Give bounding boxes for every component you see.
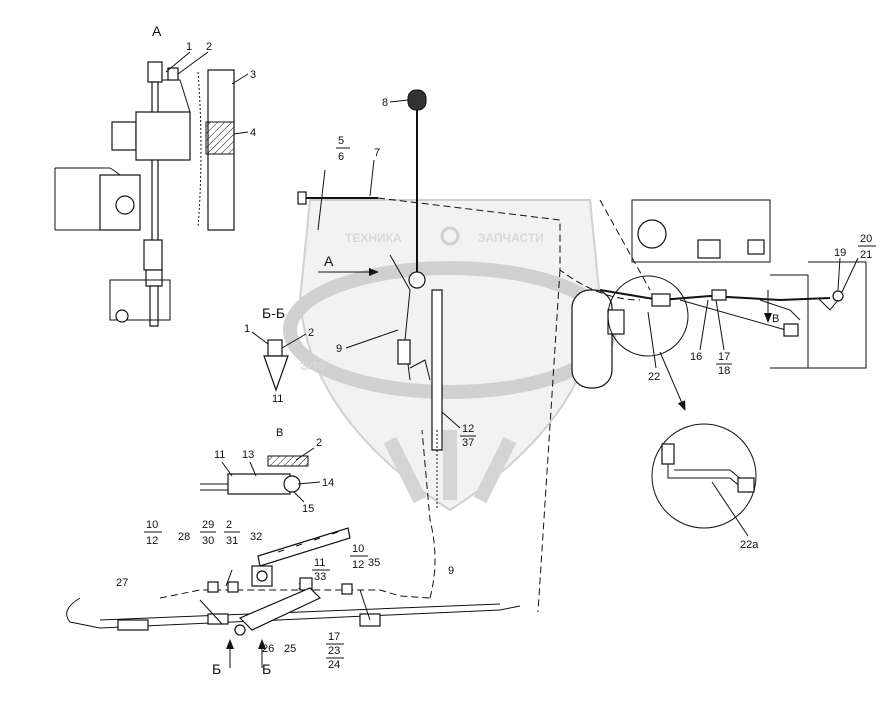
callout-25: 25 xyxy=(284,643,296,655)
arrow-v-label: В xyxy=(772,313,779,325)
callout-29-30-top: 29 xyxy=(202,519,214,531)
callout-17-23-24-a: 17 xyxy=(328,631,340,643)
callout-5-6-bottom: 6 xyxy=(338,151,344,163)
callout-26: 26 xyxy=(262,643,274,655)
callout-15: 15 xyxy=(302,503,314,515)
callout-11-33-top: 11 xyxy=(314,557,325,569)
callout-4: 4 xyxy=(250,127,256,139)
callout-22: 22 xyxy=(648,371,660,383)
pedal-plate xyxy=(257,527,351,567)
callout-17-23-24-b: 23 xyxy=(328,645,340,657)
callout-bb-1: 1 xyxy=(244,323,250,335)
callout-1: 1 xyxy=(186,41,192,53)
arrow-a-label: А xyxy=(324,253,334,269)
callout-12-37-top: 12 xyxy=(462,423,474,435)
section-bb: Б-Б 1 2 11 xyxy=(244,305,314,405)
callout-5-6-top: 5 xyxy=(338,135,344,147)
view-v-title: В xyxy=(276,427,283,439)
detail-circle-large xyxy=(651,423,757,529)
callout-bb-11: 11 xyxy=(272,393,283,405)
callout-12-37-bottom: 37 xyxy=(462,437,474,449)
callout-10-12-left-bottom: 12 xyxy=(146,535,158,547)
callout-8: 8 xyxy=(382,97,388,109)
section-bb-title: Б-Б xyxy=(262,305,285,321)
callout-9-lower: 9 xyxy=(448,565,454,577)
callout-35: 35 xyxy=(368,557,380,569)
callout-11-v: 11 xyxy=(214,449,225,461)
callout-17-23-24-c: 24 xyxy=(328,659,340,671)
callout-20-21-top: 20 xyxy=(860,233,872,245)
callout-11-33-bottom: 33 xyxy=(314,571,326,583)
callout-2: 2 xyxy=(206,41,212,53)
callout-14: 14 xyxy=(322,477,334,489)
callout-13: 13 xyxy=(242,449,254,461)
lever-assembly: 5 6 7 8 9 12 37 А xyxy=(297,89,476,510)
callout-3: 3 xyxy=(250,69,256,81)
callout-17-18-top: 17 xyxy=(718,351,730,363)
callout-9-upper: 9 xyxy=(336,343,342,355)
lever-knob xyxy=(407,89,427,111)
callout-22a: 22а xyxy=(740,539,759,551)
arrow-b-right-label: Б xyxy=(262,661,271,677)
wheat-icon xyxy=(383,430,517,504)
callout-10-12-left-top: 10 xyxy=(146,519,158,531)
callout-17-18-bottom: 18 xyxy=(718,365,730,377)
view-v: В 2 11 13 14 15 xyxy=(200,427,334,515)
gear-icon xyxy=(440,226,460,246)
watermark-big-text: ЭЛФ xyxy=(300,359,327,373)
right-assembly: В 16 17 18 19 20 21 22 22а xyxy=(377,197,876,613)
bolt-icon xyxy=(115,195,135,215)
callout-2-31-bottom: 31 xyxy=(226,535,238,547)
callout-20-21-bottom: 21 xyxy=(860,249,872,261)
callout-7: 7 xyxy=(374,147,380,159)
callout-16: 16 xyxy=(690,351,702,363)
detail-circle-small xyxy=(607,275,689,357)
callout-10-12-right-bottom: 12 xyxy=(352,559,364,571)
callout-29-30-bottom: 30 xyxy=(202,535,214,547)
part-4-hatched xyxy=(205,121,235,155)
callout-10-12-right-top: 10 xyxy=(352,543,364,555)
watermark-text-right: ЗАПЧАСТИ xyxy=(478,231,544,245)
watermark-text-left: ТЕХНИКА xyxy=(345,231,402,245)
callout-32: 32 xyxy=(250,531,262,543)
callout-27: 27 xyxy=(116,577,128,589)
view-a: А 1 2 3 4 xyxy=(54,23,256,327)
callout-19: 19 xyxy=(834,247,846,259)
pedal-assembly: 10 12 28 29 30 2 31 32 10 12 11 33 35 27… xyxy=(66,429,521,677)
arrow-b-left-label: Б xyxy=(212,661,221,677)
view-a-title: А xyxy=(152,23,162,39)
callout-v-2: 2 xyxy=(316,437,322,449)
callout-28: 28 xyxy=(178,531,190,543)
callout-bb-2: 2 xyxy=(308,327,314,339)
callout-2-31-top: 2 xyxy=(226,519,232,531)
watermark: ТЕХНИКА ЗАПЧАСТИ ЭЛФ xyxy=(283,199,617,512)
